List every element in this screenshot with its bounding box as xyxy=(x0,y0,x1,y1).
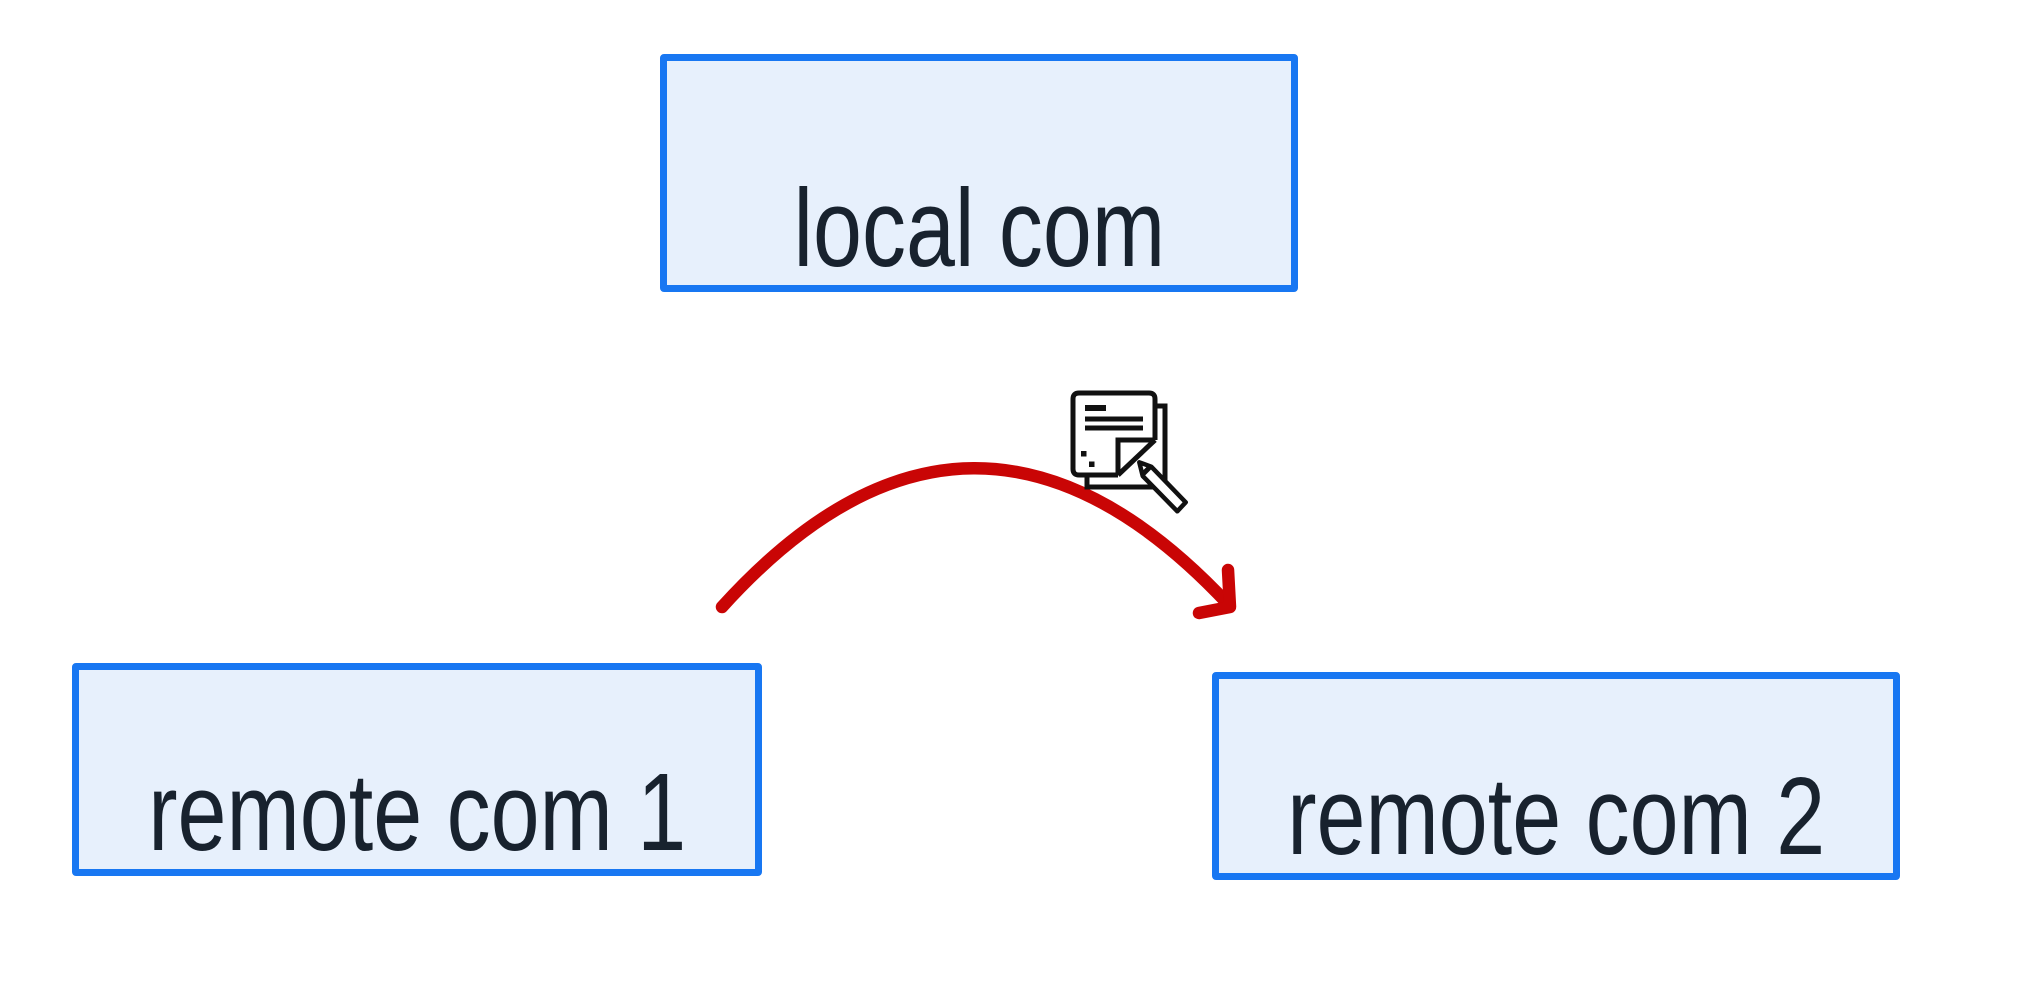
front-page-outline xyxy=(1070,390,1158,478)
pencil xyxy=(1137,460,1188,514)
node-label-text: remote com 2 xyxy=(1287,755,1825,878)
node-remote-com-2-label: remote com 2 xyxy=(1219,762,1893,872)
pencil-tip-separator xyxy=(1141,465,1152,476)
page-fold-flap xyxy=(1115,437,1155,475)
transfer-arrow-curve xyxy=(715,462,1235,614)
node-label-text: remote com 1 xyxy=(148,751,686,874)
page-square-1 xyxy=(1081,451,1087,457)
node-label-text: local com xyxy=(793,167,1165,290)
node-remote-com-1-label: remote com 1 xyxy=(79,758,755,868)
page-fold-diagonal xyxy=(1116,438,1157,477)
page-square-2 xyxy=(1089,461,1095,467)
node-remote-com-2: remote com 2 xyxy=(1212,672,1900,880)
node-local-com: local com xyxy=(660,54,1298,292)
node-local-com-label: local com xyxy=(667,174,1291,284)
node-remote-com-1: remote com 1 xyxy=(72,663,762,876)
transfer-arrow-head xyxy=(1192,563,1237,620)
